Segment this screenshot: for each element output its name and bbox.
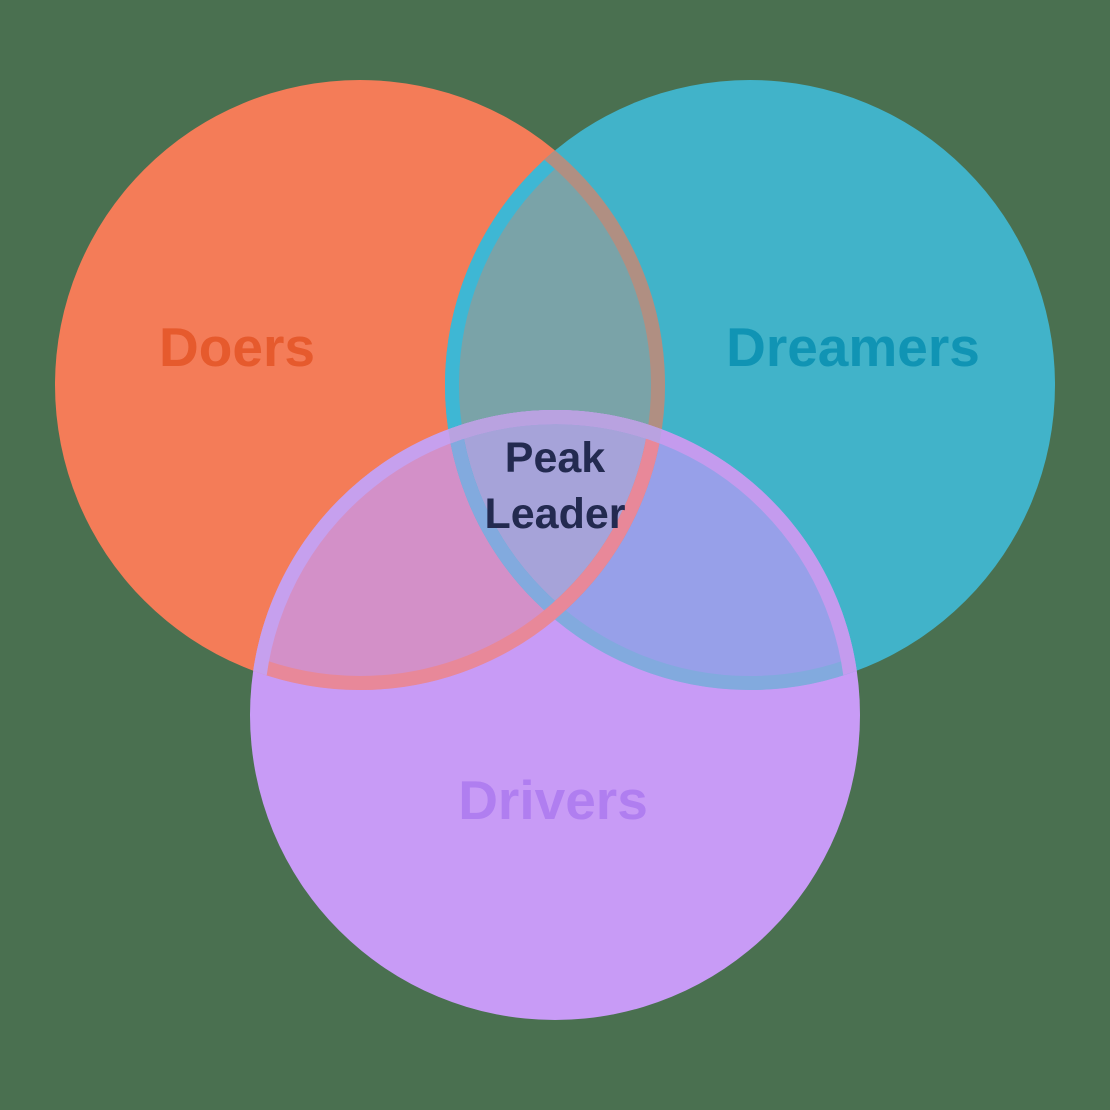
doers-edge-band-over-dreamers [445, 80, 665, 690]
center-label-line1: Peak [505, 434, 606, 482]
center-label-line2: Leader [484, 490, 625, 538]
doers-label: Doers [159, 316, 315, 378]
dreamers-label: Dreamers [726, 316, 980, 378]
dreamers-drivers-intersection [445, 410, 860, 690]
drivers-label: Drivers [458, 769, 648, 831]
drivers-edge-band-over-center [445, 410, 665, 690]
dreamers-edge-band-over-drivers [445, 410, 860, 690]
doers-edge-band-over-drivers [250, 410, 665, 690]
doers-drivers-intersection [250, 410, 665, 690]
dreamers-edge-band-over-doers [445, 80, 665, 690]
